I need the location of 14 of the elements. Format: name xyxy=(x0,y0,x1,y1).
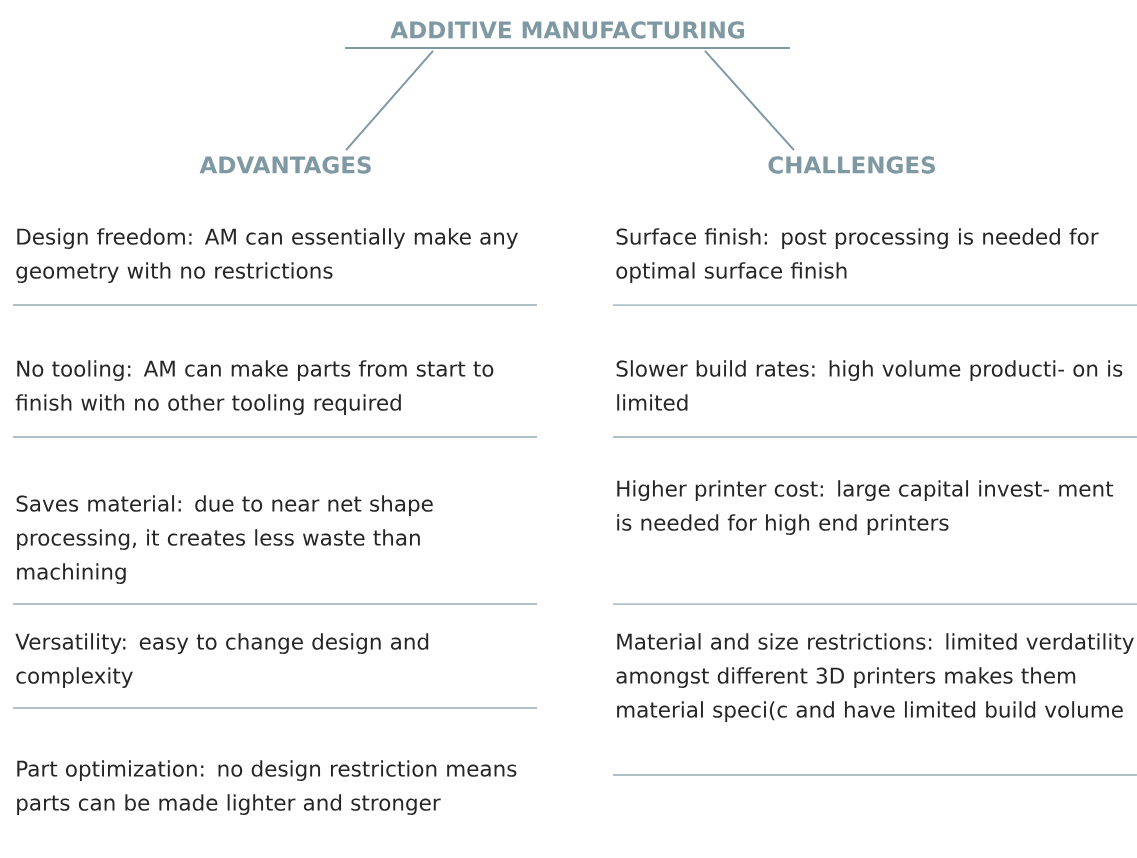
item-text: Higher printer cost: large capital invest- ment is needed for high end printers xyxy=(617,480,1114,535)
item-text: Surface finish: post processing is needed for optimal surface finish xyxy=(616,228,1099,283)
item-text: Saves material: due to near net shape processing, it creates less waste than machining xyxy=(16,495,433,584)
item-text: No tooling: AM can make parts from start to finish with no other tooling required xyxy=(15,360,494,415)
item-text: Versatility: easy to change design and complexity xyxy=(15,633,429,688)
heading: ADDITIVE MANUFACTURING xyxy=(345,21,790,50)
item-text: Design freedom: AM can essentially make any geometry with no restrictions xyxy=(16,228,518,283)
connector-line xyxy=(704,49,795,152)
item-text: Material and size restrictions: limited verdatility amongst different 3D printers makes them material speci(c and have limited build volume xyxy=(616,633,1134,722)
item-text: Part optimization: no design restriction means parts can be made lighter and stronger xyxy=(17,760,517,815)
item-text: Slower build rates: high volume producti- on is limited xyxy=(616,360,1123,411)
column-heading: CHALLENGES xyxy=(768,156,935,174)
connector-line xyxy=(345,49,434,152)
column-heading: ADVANTAGES xyxy=(199,156,371,174)
